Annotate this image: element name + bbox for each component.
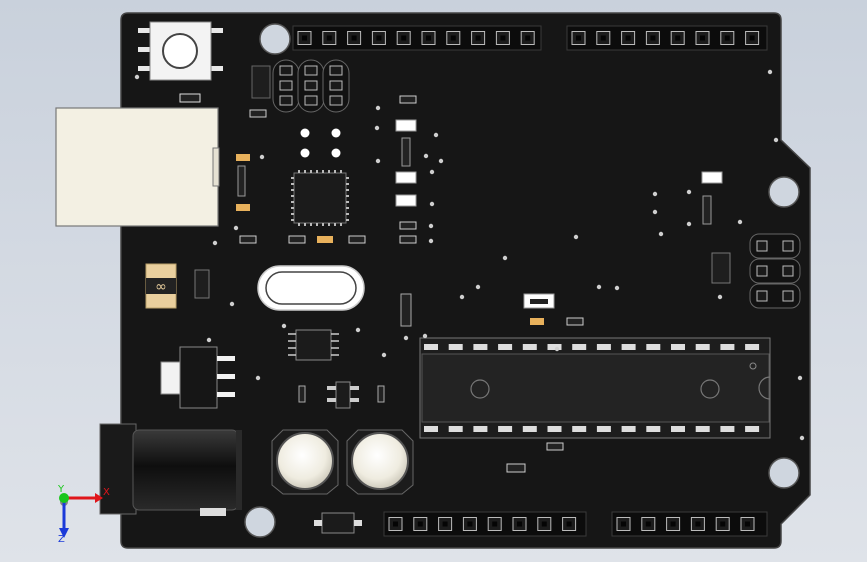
via [375,105,381,111]
crystal-pads [300,128,341,158]
reset-button[interactable] [138,21,223,81]
via [428,223,434,229]
electrolytic-capacitor [346,429,414,495]
usb-controller-chip [291,170,349,226]
via [614,285,620,291]
via [259,154,265,160]
y-axis-label: Y [57,484,65,495]
via [281,323,287,329]
icsp-header[interactable] [749,233,801,309]
dc-power-jack[interactable] [99,423,242,516]
ldo-regulator [298,381,385,409]
power-diode [314,512,362,534]
mounting-hole [259,23,291,55]
z-axis-label: Z [58,534,65,545]
polyfuse: ∞ [145,263,210,309]
x-axis-label: X [103,487,110,498]
via [429,169,435,175]
via [554,346,560,352]
usb-b-connector[interactable] [55,107,220,227]
main-crystal [257,265,365,311]
smd-parts [506,252,731,473]
icsp-pins-usb[interactable] [272,59,350,113]
via [134,74,140,80]
via [686,221,692,227]
digital-header-left[interactable] [292,25,542,51]
via [381,352,387,358]
via [212,240,218,246]
via [658,231,664,237]
via [652,191,658,197]
resistor-array [400,293,412,327]
via [717,294,723,300]
via [233,225,239,231]
smd-resistor [249,109,267,118]
atmega-dip-chip [419,337,771,439]
mounting-holes [244,23,800,538]
via [374,125,380,131]
via [422,333,428,339]
op-amp-chip [288,329,339,361]
via [799,435,805,441]
coordinate-triad: X Y Z [57,484,110,545]
via [652,209,658,215]
via [375,158,381,164]
via [502,255,508,261]
via [403,335,409,341]
via [428,238,434,244]
digital-header-right[interactable] [566,25,768,51]
via [433,132,439,138]
pcb-vias [134,69,805,441]
voltage-regulator [160,346,235,409]
power-header[interactable] [383,511,587,537]
via [773,137,779,143]
via [255,375,261,381]
via [686,189,692,195]
via [737,219,743,225]
via [573,234,579,240]
via [475,284,481,290]
via [767,69,773,75]
via [229,301,235,307]
via [438,158,444,164]
status-leds [395,95,723,244]
mounting-hole [768,457,800,489]
via [797,375,803,381]
via [459,294,465,300]
via [423,153,429,159]
electrolytic-capacitor [271,429,339,495]
smd-capacitors [236,154,366,244]
mounting-hole [244,506,276,538]
mounting-hole [768,176,800,208]
smd-diode [251,65,271,99]
smd-resistor [179,93,201,103]
via [596,284,602,290]
analog-header[interactable] [611,511,768,537]
via [206,337,212,343]
via [429,201,435,207]
svg-text:∞: ∞ [155,279,167,295]
via [355,327,361,333]
